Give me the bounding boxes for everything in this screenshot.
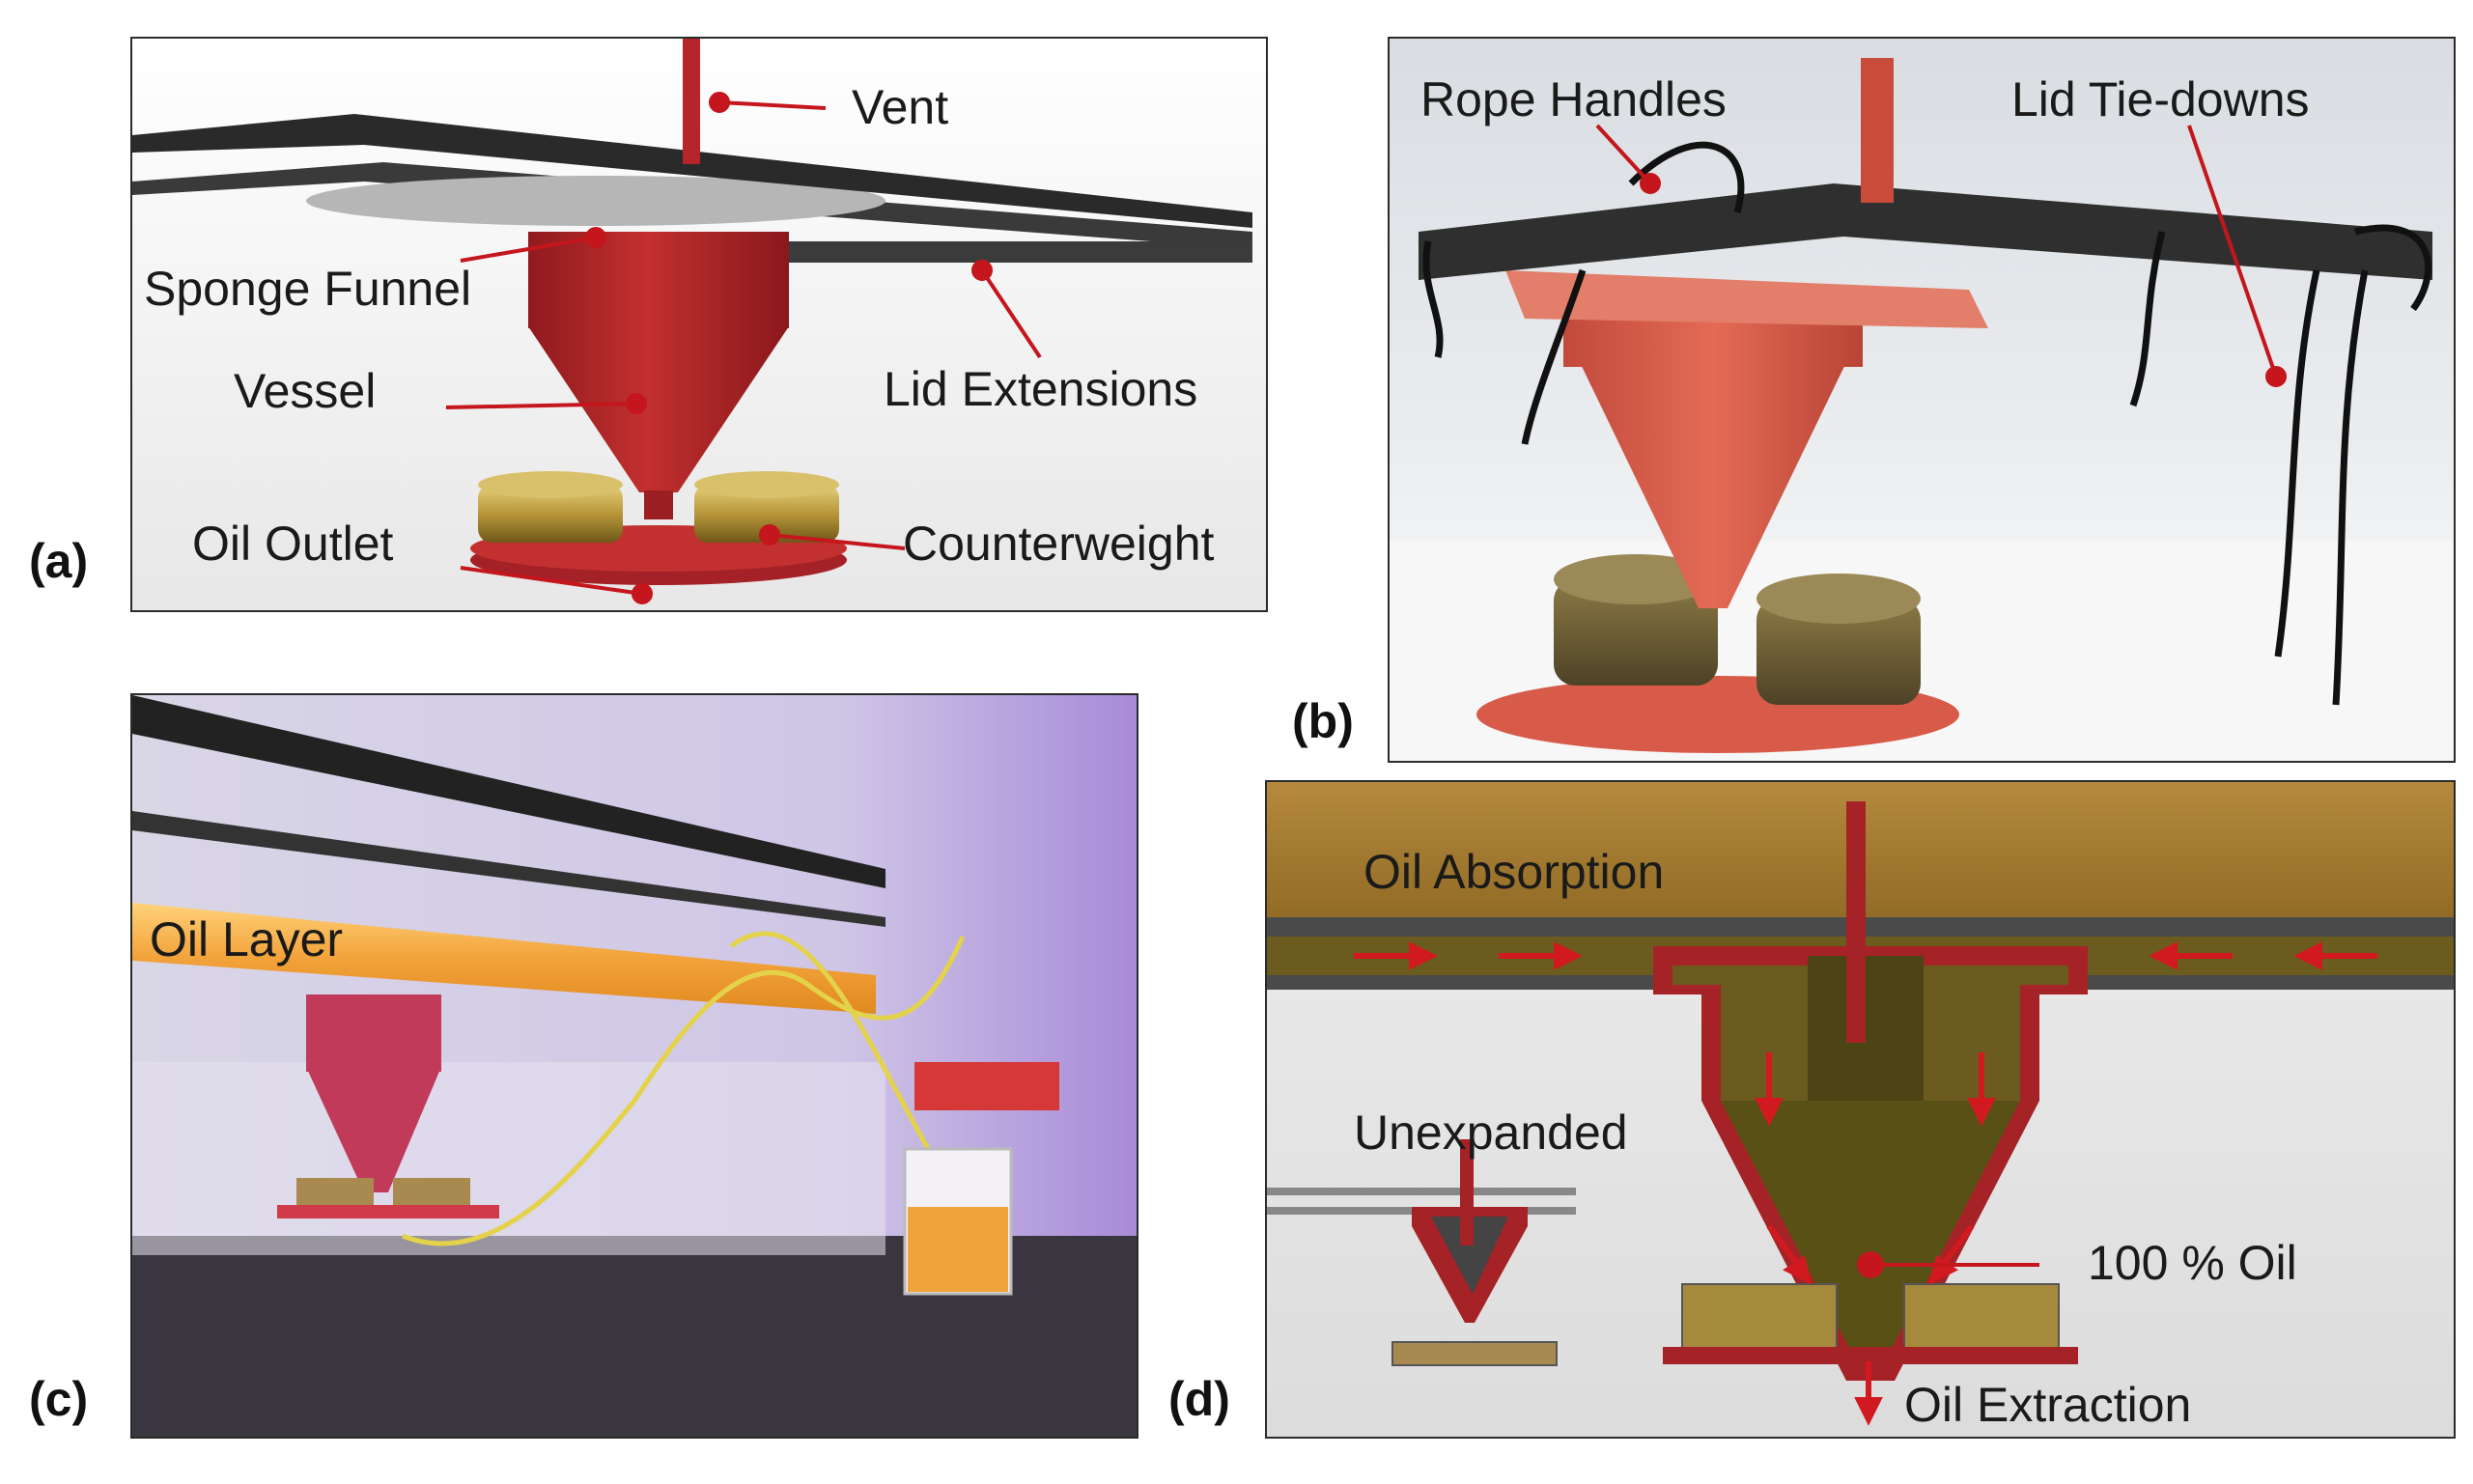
panel-c-photo: Oil Layer xyxy=(130,693,1138,1439)
panel-d-render: Oil Absorption Unexpanded 100 % Oil Oil … xyxy=(1265,780,2456,1439)
pump xyxy=(914,1062,1059,1110)
label-oil-extraction: Oil Extraction xyxy=(1904,1378,2191,1432)
label-oil-absorption: Oil Absorption xyxy=(1363,845,1664,899)
label-oil-outlet: Oil Outlet xyxy=(192,517,394,571)
label-counterweight: Counterweight xyxy=(903,517,1215,571)
oil-percent-leader xyxy=(1857,1251,2039,1278)
vent-pipe xyxy=(683,39,700,164)
base-plate xyxy=(1663,1347,2078,1364)
label-unexpanded: Unexpanded xyxy=(1354,1106,1628,1160)
label-sponge-funnel: Sponge Funnel xyxy=(144,262,471,316)
unexpanded-base xyxy=(1391,1341,1558,1366)
base-plate xyxy=(277,1205,499,1218)
panel-a-render: Vent Sponge Funnel Lid Extensions Vessel… xyxy=(130,37,1268,612)
panel-a-letter: (a) xyxy=(29,534,89,588)
counterweight-left xyxy=(478,485,623,543)
flow-arrows xyxy=(1354,941,2377,1426)
panel-a-leaders xyxy=(445,92,1042,604)
counterweight-right xyxy=(1903,1283,2060,1353)
counterweight-right xyxy=(694,485,839,543)
unexpanded-model xyxy=(1267,1139,1576,1366)
panel-c-letter: (c) xyxy=(29,1372,89,1426)
ropes xyxy=(1422,141,2431,706)
label-vessel: Vessel xyxy=(234,364,376,418)
panel-a-svg: Vent Sponge Funnel Lid Extensions Vessel… xyxy=(132,39,1266,610)
vent-pipe xyxy=(1861,58,1894,203)
vessel-cylinder xyxy=(528,232,789,328)
counterweight-left xyxy=(1554,579,1718,686)
label-rope-handles: Rope Handles xyxy=(1420,72,1727,126)
panel-b-letter: (b) xyxy=(1292,694,1354,748)
label-lid-extensions: Lid Extensions xyxy=(884,362,1197,416)
vessel-cone xyxy=(1563,328,1863,608)
sponge xyxy=(1505,270,1988,328)
panel-d-letter: (d) xyxy=(1168,1372,1230,1426)
counterweight-left xyxy=(1681,1283,1838,1353)
vent-pipe xyxy=(1846,801,1866,1043)
sponge-funnel-disk xyxy=(306,176,885,226)
label-lid-tie-downs: Lid Tie-downs xyxy=(2011,72,2310,126)
panel-b-photo: Rope Handles Lid Tie-downs xyxy=(1388,37,2456,763)
vessel-cone xyxy=(528,326,789,492)
lid-upper xyxy=(132,114,1252,228)
panel-c-svg: Oil Layer xyxy=(132,695,1137,1437)
label-oil-layer: Oil Layer xyxy=(150,912,343,966)
label-vent: Vent xyxy=(852,80,948,134)
tubing xyxy=(402,931,966,1246)
panel-b-svg: Rope Handles Lid Tie-downs xyxy=(1390,39,2454,761)
panel-d-svg: Oil Absorption Unexpanded 100 % Oil Oil … xyxy=(1267,782,2454,1437)
lid xyxy=(1419,183,2432,280)
tank-frame-top xyxy=(132,695,885,888)
lid-extension-right xyxy=(770,241,1252,263)
counterweight-right xyxy=(1756,599,1921,705)
label-100-oil: 100 % Oil xyxy=(2088,1236,2297,1290)
panel-b-leaders xyxy=(1595,124,2287,387)
vessel-cone xyxy=(306,1067,441,1192)
oil-layer-band xyxy=(132,903,876,1014)
